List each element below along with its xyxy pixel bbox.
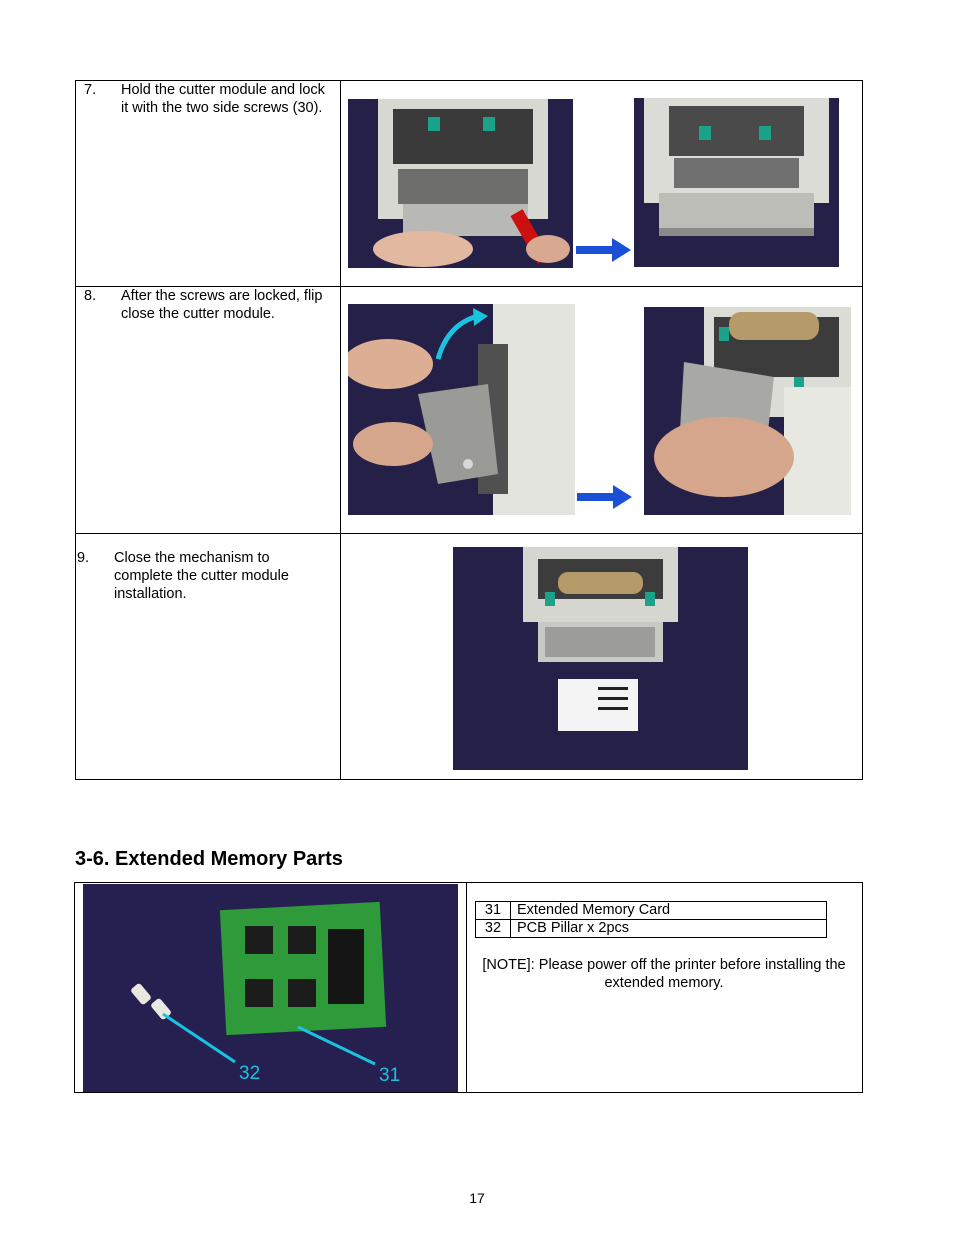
part-name: PCB Pillar x 2pcs	[510, 919, 827, 938]
callout-label: 32	[239, 1063, 261, 1084]
part-number: 31	[475, 901, 511, 920]
step-number: 7.	[84, 82, 97, 98]
photo-cutter-closed	[644, 307, 851, 515]
section-title: 3-6. Extended Memory Parts	[75, 848, 343, 870]
arrow-right-icon	[577, 485, 632, 509]
photo-installation-complete	[453, 547, 748, 770]
parts-list: 31 Extended Memory Card 32 PCB Pillar x …	[475, 901, 827, 938]
page-number: 17	[469, 1190, 485, 1206]
table-row: 31 Extended Memory Card	[475, 901, 827, 920]
photo-flip-cutter	[348, 304, 575, 515]
steps-table-divider	[340, 80, 341, 780]
steps-row-divider	[75, 286, 863, 287]
step-number: 9.	[77, 550, 90, 566]
step-text: Close the mechanism to complete the cutt…	[114, 550, 289, 602]
step-text: Hold the cutter module and lock it with …	[121, 82, 325, 116]
power-off-note: [NOTE]: Please power off the printer bef…	[482, 957, 846, 991]
parts-table	[74, 882, 863, 1093]
step-number: 8.	[84, 288, 97, 304]
part-number: 32	[475, 919, 511, 938]
step-text: After the screws are locked, flip close …	[121, 288, 323, 322]
photo-cutter-screwing	[348, 99, 573, 268]
steps-table	[75, 80, 863, 780]
parts-table-divider	[466, 882, 467, 1093]
part-name: Extended Memory Card	[510, 901, 827, 920]
callout-label: 31	[379, 1065, 401, 1086]
arrow-right-icon	[576, 238, 631, 262]
photo-memory-parts: 32 31	[83, 884, 458, 1092]
table-row: 32 PCB Pillar x 2pcs	[475, 919, 827, 938]
steps-row-divider	[75, 533, 863, 534]
photo-cutter-locked	[634, 98, 839, 267]
